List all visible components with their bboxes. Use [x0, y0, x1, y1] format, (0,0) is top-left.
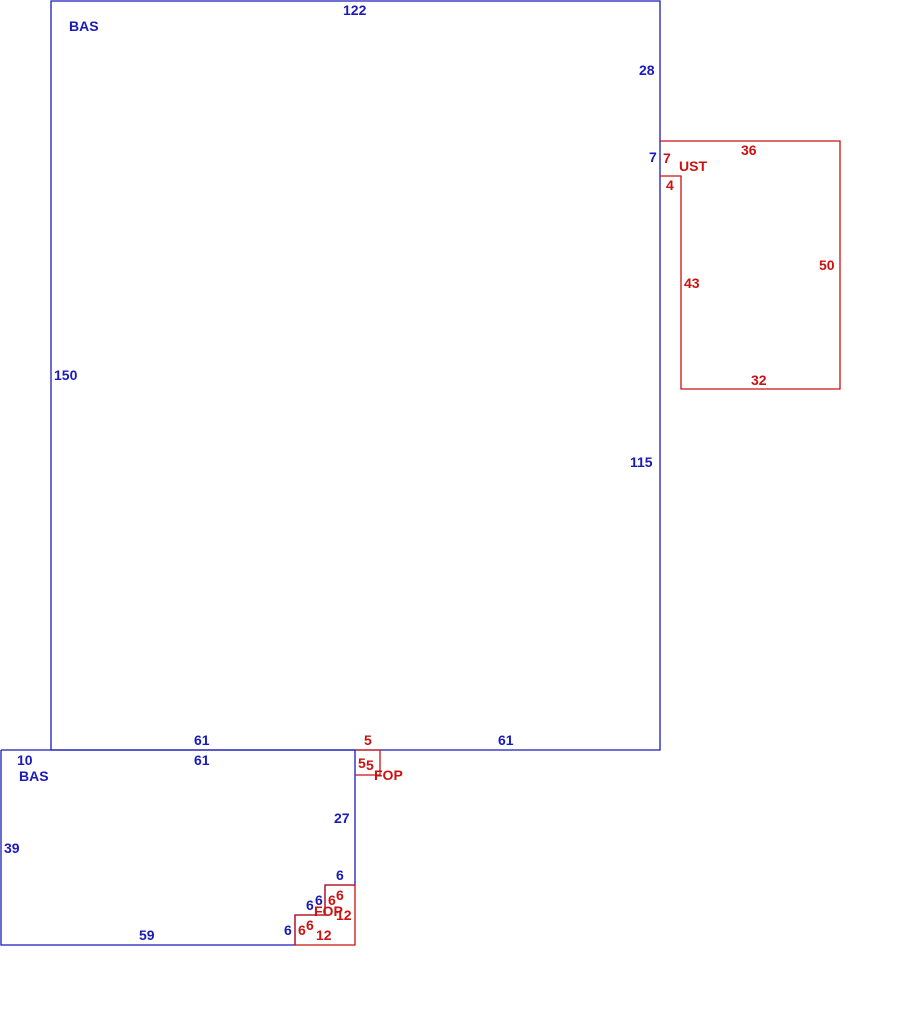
dim-ust-top: 36 [741, 142, 757, 158]
dim-fop-corner-inner-left: 6 [328, 892, 336, 908]
fop-small-label: FOP [374, 767, 403, 783]
ust-outline [660, 140, 841, 390]
dim-fop-small-left: 5 [358, 755, 366, 771]
dim-bas-lower-top: 61 [194, 752, 210, 768]
dim-bas-main-right-upper: 28 [639, 62, 655, 78]
fop-corner-outline [294, 884, 356, 946]
dim-bas-main-top: 122 [343, 2, 367, 18]
dim-fop-corner-right: 12 [336, 907, 352, 923]
dim-fop-corner-left: 6 [306, 917, 314, 933]
bas-main-outline [50, 0, 661, 751]
dim-bas-main-bottom-left: 61 [194, 732, 210, 748]
dim-fop-corner-bottom: 12 [316, 927, 332, 943]
dim-ust-right: 50 [819, 257, 835, 273]
dim-bas-main-right-lower: 115 [630, 454, 653, 470]
dim-ust-left: 43 [684, 275, 700, 291]
dim-bas-lower-left: 39 [4, 840, 20, 856]
fop-small-outline [355, 749, 381, 776]
dim-bas-lower-step-top: 6 [336, 867, 344, 883]
bas-lower-label: BAS [19, 768, 49, 784]
dim-ust-left-top: 7 [663, 150, 671, 166]
dim-bas-lower-right: 27 [334, 810, 350, 826]
dim-fop-corner-inner-top: 6 [336, 887, 344, 903]
dim-bas-main-right-step: 7 [649, 149, 657, 165]
dim-bas-lower-bottom: 59 [139, 927, 155, 943]
dim-bas-lower-step-bottom: 6 [284, 922, 292, 938]
dim-fop-small-top: 5 [364, 732, 372, 748]
dim-fop-small-right: 5 [366, 757, 374, 773]
dim-bas-main-bottom-right: 61 [498, 732, 514, 748]
fop-corner-label: FOP [314, 903, 343, 919]
dim-fop-corner-left-lower: 6 [298, 922, 306, 938]
dim-bas-lower-step-left: 6 [306, 897, 314, 913]
dim-bas-main-left: 150 [54, 367, 78, 383]
dim-bas-lower-left-top: 10 [17, 752, 33, 768]
bas-main-label: BAS [69, 18, 99, 34]
dim-ust-bottom: 32 [751, 372, 767, 388]
dim-bas-lower-step-inner: 6 [315, 892, 323, 908]
bas-lower-outline [0, 749, 356, 946]
ust-label: UST [679, 158, 707, 174]
dim-ust-step: 4 [666, 177, 674, 193]
